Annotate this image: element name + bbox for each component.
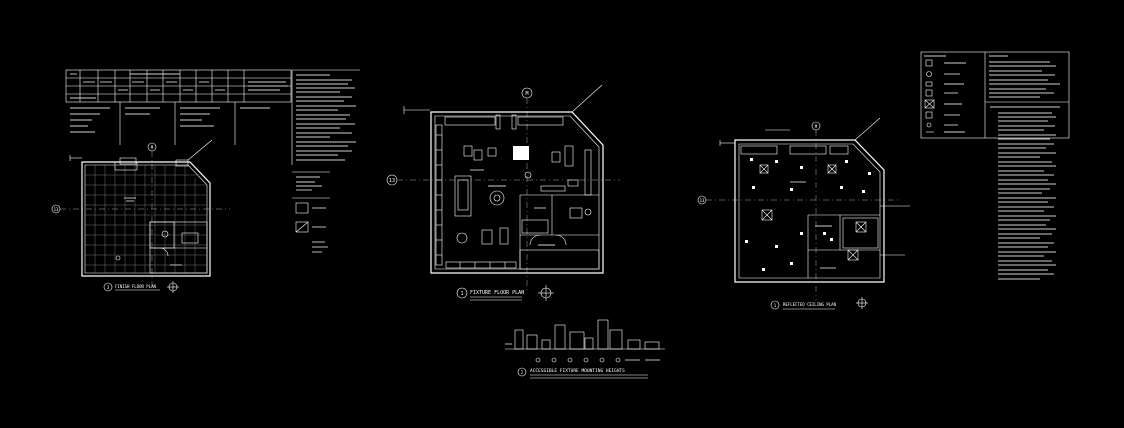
accessible-heights-title: ACCESSIBLE FIXTURE MOUNTING HEIGHTS xyxy=(530,368,625,374)
finish-schedule-table xyxy=(65,69,292,145)
fixture-floor-plan: M 13 xyxy=(386,84,620,301)
svg-text:13: 13 xyxy=(700,198,705,203)
svg-text:2: 2 xyxy=(521,370,524,375)
general-notes-left xyxy=(291,69,360,253)
ceiling-legend xyxy=(920,51,1070,139)
svg-text:3: 3 xyxy=(107,285,110,290)
finish-floor-plan: M 13 xyxy=(51,139,230,293)
svg-text:1: 1 xyxy=(774,303,777,308)
svg-text:M: M xyxy=(815,124,818,129)
reflected-ceiling-plan-number-bubble xyxy=(770,300,780,310)
finish-floor-plan-title: FINISH FLOOR PLAN xyxy=(115,284,157,289)
reflected-ceiling-plan-title: REFLECTED CEILING PLAN xyxy=(783,302,837,307)
svg-text:13: 13 xyxy=(389,178,395,184)
svg-text:M: M xyxy=(151,145,154,150)
svg-text:M: M xyxy=(525,91,528,97)
ceiling-notes xyxy=(990,106,1060,280)
fixture-floor-plan-title: FIXTURE FLOOR PLAN xyxy=(470,290,524,296)
svg-text:1: 1 xyxy=(460,291,463,297)
accessible-heights-number-bubble xyxy=(517,367,527,377)
svg-text:13: 13 xyxy=(54,207,59,212)
finish-floor-plan-number-bubble xyxy=(103,282,113,292)
fixture-floor-plan-number-bubble xyxy=(456,287,468,299)
accessible-heights-elevation: 2 ACCESSIBLE FIXTURE MOUNTING HEIGHTS xyxy=(505,319,665,379)
reflected-ceiling-plan: M 13 xyxy=(697,117,910,310)
